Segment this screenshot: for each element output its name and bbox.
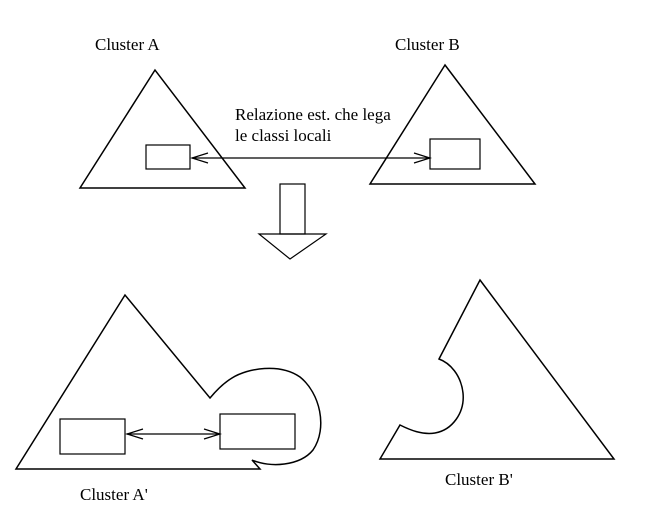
cluster-a-class-box bbox=[145, 144, 191, 170]
relation-label-line1: Relazione est. che lega bbox=[235, 105, 391, 124]
relation-arrow-head-left bbox=[189, 152, 209, 164]
cluster-b-prime-label: Cluster B' bbox=[445, 470, 513, 489]
cluster-a-prime-label: Cluster A' bbox=[80, 485, 148, 504]
cluster-a-label: Cluster A bbox=[95, 35, 160, 54]
cluster-b: Cluster B bbox=[368, 35, 537, 185]
cluster-b-prime-outline bbox=[378, 278, 616, 460]
cluster-a-triangle bbox=[78, 68, 247, 189]
cluster-b-triangle bbox=[368, 63, 537, 185]
cluster-b-prime: Cluster B' bbox=[378, 278, 616, 489]
internal-arrow-head-right bbox=[203, 428, 223, 440]
cluster-b-label: Cluster B bbox=[395, 35, 460, 54]
down-arrow-shaft bbox=[279, 183, 306, 235]
relation-arrow-head-right bbox=[413, 152, 433, 164]
cluster-a-prime: Cluster A' bbox=[14, 293, 322, 504]
cluster-a-prime-class-box-right bbox=[219, 413, 296, 450]
internal-arrow-head-left bbox=[124, 428, 144, 440]
cluster-a-prime-outline bbox=[14, 293, 322, 470]
relation-label-line2: le classi locali bbox=[235, 126, 332, 145]
relation-arrow bbox=[189, 152, 433, 164]
cluster-a-prime-class-box-left bbox=[59, 418, 126, 455]
cluster-a: Cluster A bbox=[78, 35, 247, 189]
cluster-b-class-box bbox=[429, 138, 481, 170]
transition-down-arrow bbox=[257, 183, 328, 260]
down-arrow-head bbox=[257, 233, 328, 260]
